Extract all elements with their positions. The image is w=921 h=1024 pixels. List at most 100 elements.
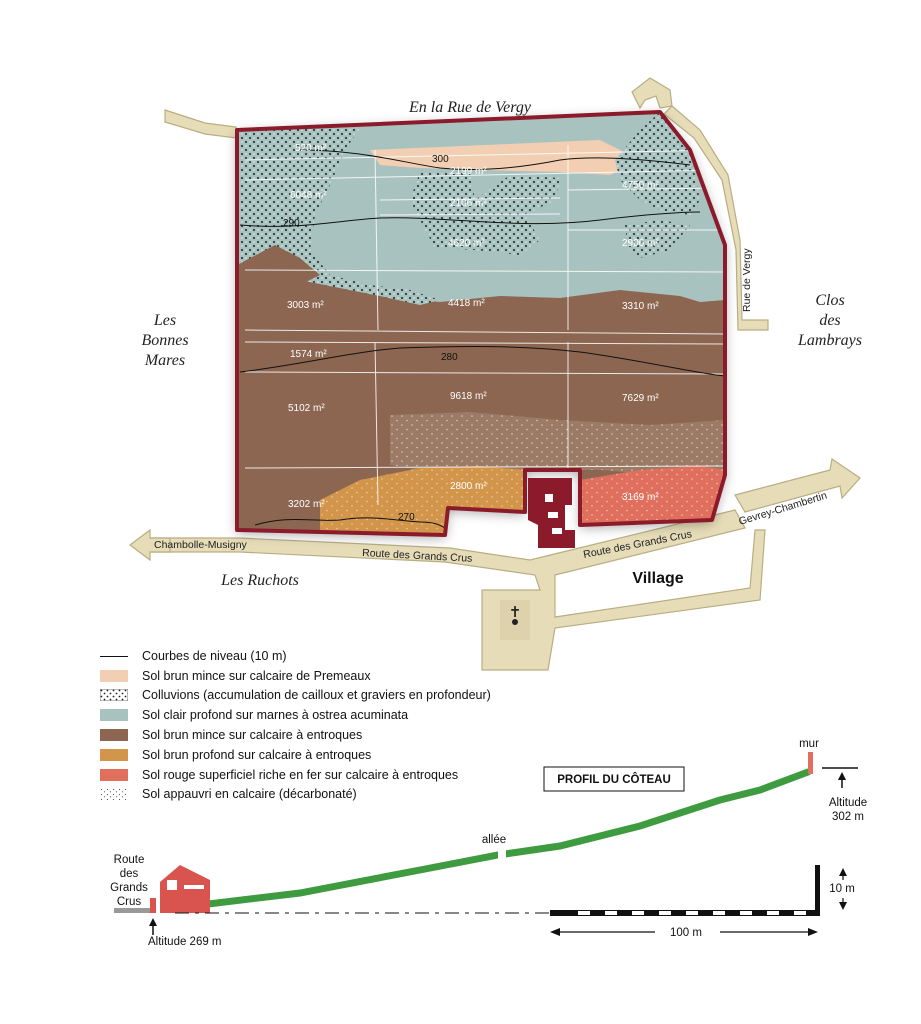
ground-profile — [171, 768, 812, 912]
contour-label: 290 — [283, 218, 300, 229]
parcel-label: 3003 m² — [287, 300, 324, 311]
contour-label: 270 — [398, 512, 415, 523]
locality-east-3: Lambrays — [797, 332, 862, 349]
road-grands-crus — [149, 509, 766, 671]
profile-alt-high-1: Altitude — [829, 797, 867, 809]
road-network — [129, 77, 861, 671]
locality-village: Village — [632, 570, 683, 587]
locality-north: En la Rue de Vergy — [408, 99, 532, 116]
profile-title-box — [543, 766, 685, 792]
profile-alt-low: Altitude 269 m — [148, 936, 222, 948]
soil-sparse-pattern — [390, 412, 725, 478]
parcel-label: 3310 m² — [622, 301, 659, 312]
parcel-label: 3202 m² — [288, 499, 325, 510]
parcel-label: 4750 m² — [622, 180, 659, 191]
legend-label: Sol brun mince sur calcaire de Premeaux — [142, 668, 371, 683]
legend-item-decarbonated: Sol appauvri en calcaire (décarbonaté) — [100, 785, 520, 805]
parcel-label: 5102 m² — [288, 403, 325, 414]
parcel-label: 6048 m² — [290, 190, 327, 201]
locality-east-2: des — [819, 312, 840, 329]
legend-item-red: Sol rouge superficiel riche en fer sur c… — [100, 765, 520, 785]
contour-300 — [299, 149, 691, 171]
profile-road-4: Crus — [117, 896, 142, 908]
legend-swatch — [100, 748, 128, 761]
parcel-label: 4418 m² — [448, 298, 485, 309]
profile-road-3: Grands — [110, 882, 148, 894]
parcel-label: 4620 m² — [448, 238, 485, 249]
vertical-scale-bar — [815, 865, 820, 913]
parcel-label: 2800 m² — [450, 481, 487, 492]
contour-290 — [239, 211, 701, 227]
horizontal-scale-bar — [550, 910, 820, 916]
soil-brown-top-west — [237, 245, 320, 285]
legend-item-brown-thin: Sol brun mince sur calcaire à entroques — [100, 725, 520, 745]
legend-swatch — [100, 709, 128, 722]
legend-item-marl: Sol clair profond sur marnes à ostrea ac… — [100, 705, 520, 725]
parcel-label: 2906 m² — [622, 238, 659, 249]
parcel-labels: 520 m² 2199 m² 6048 m² 2106 m² 4750 m² 4… — [287, 143, 659, 510]
locality-west-3: Mares — [144, 352, 185, 369]
vertical-scale-label: 10 m — [829, 883, 855, 895]
church-symbol: ✝ — [509, 603, 522, 621]
legend-label: Sol appauvri en calcaire (décarbonaté) — [142, 787, 357, 802]
parcel-label: 9618 m² — [450, 391, 487, 402]
legend-label: Courbes de niveau (10 m) — [142, 648, 287, 663]
chateau-buildings — [528, 478, 575, 548]
soil-red-pattern — [580, 466, 725, 525]
locality-west-1: Les — [153, 312, 176, 329]
contour-lines — [239, 149, 726, 529]
soil-premeaux — [370, 140, 640, 175]
legend-label: Sol brun mince sur calcaire à entroques — [142, 728, 363, 743]
contour-280 — [239, 346, 726, 377]
road-east — [734, 457, 861, 513]
legend-swatch — [100, 788, 128, 801]
locality-east-1: Clos — [815, 292, 844, 309]
profile-wall — [808, 752, 813, 774]
contour-270 — [254, 517, 446, 529]
locality-west-2: Bonnes — [141, 332, 188, 349]
legend-item-contours: Courbes de niveau (10 m) — [100, 646, 520, 666]
road-rue-de-vergy — [663, 105, 769, 331]
horizontal-scale-label: 100 m — [670, 927, 702, 939]
road-west-arrow — [129, 528, 171, 562]
legend-label: Sol rouge superficiel riche en fer sur c… — [142, 767, 459, 782]
legend-item-premeaux: Sol brun mince sur calcaire de Premeaux — [100, 666, 520, 686]
parcel-label: 2199 m² — [450, 166, 487, 177]
legend-swatch — [99, 689, 129, 702]
contour-label: 300 — [432, 154, 449, 165]
road-label-chambolle: Chambolle-Musigny — [154, 539, 248, 551]
road-north-east — [631, 77, 673, 110]
locality-south: Les Ruchots — [220, 572, 299, 589]
legend-swatch — [100, 669, 128, 682]
profile-title: PROFIL DU CÔTEAU — [557, 773, 671, 786]
enclosure-wall — [235, 110, 727, 537]
legend-label: Sol brun profond sur calcaire à entroque… — [142, 747, 372, 762]
colluvium-center — [410, 172, 560, 255]
parcel-label: 1574 m² — [290, 349, 327, 360]
profile-alt-high-2: 302 m — [832, 811, 864, 823]
church-icon: ✝ — [500, 600, 530, 640]
road-label-rue-de-vergy: Rue de Vergy — [741, 248, 753, 312]
parcel-grid — [244, 145, 725, 506]
legend-item-brown-deep: Sol brun profond sur calcaire à entroque… — [100, 745, 520, 765]
legend-label: Colluvions (accumulation de cailloux et … — [142, 688, 491, 703]
legend-swatch — [100, 768, 128, 781]
legend-swatch-line — [100, 655, 128, 657]
profile-road-2: des — [120, 868, 139, 880]
legend-item-colluvium: Colluvions (accumulation de cailloux et … — [99, 686, 520, 706]
slope-profile: PROFIL DU CÔTEAU mur allée Route des Gra… — [110, 738, 867, 948]
legend-swatch — [100, 729, 128, 742]
profile-house — [114, 865, 210, 913]
contour-label: 280 — [441, 352, 458, 363]
road-north — [164, 109, 237, 139]
parcel-label: 2106 m² — [450, 198, 487, 209]
legend-label: Sol clair profond sur marnes à ostrea ac… — [142, 708, 409, 723]
parcel-label: 520 m² — [295, 143, 327, 154]
profile-road-1: Route — [114, 854, 145, 866]
parcel-label: 7629 m² — [622, 393, 659, 404]
profile-wall-label: mur — [799, 738, 819, 750]
road-label-grands-crus-west: Route des Grands Crus — [362, 547, 473, 565]
map-legend: Courbes de niveau (10 m) Sol brun mince … — [99, 646, 520, 805]
profile-allee-label: allée — [482, 834, 506, 846]
